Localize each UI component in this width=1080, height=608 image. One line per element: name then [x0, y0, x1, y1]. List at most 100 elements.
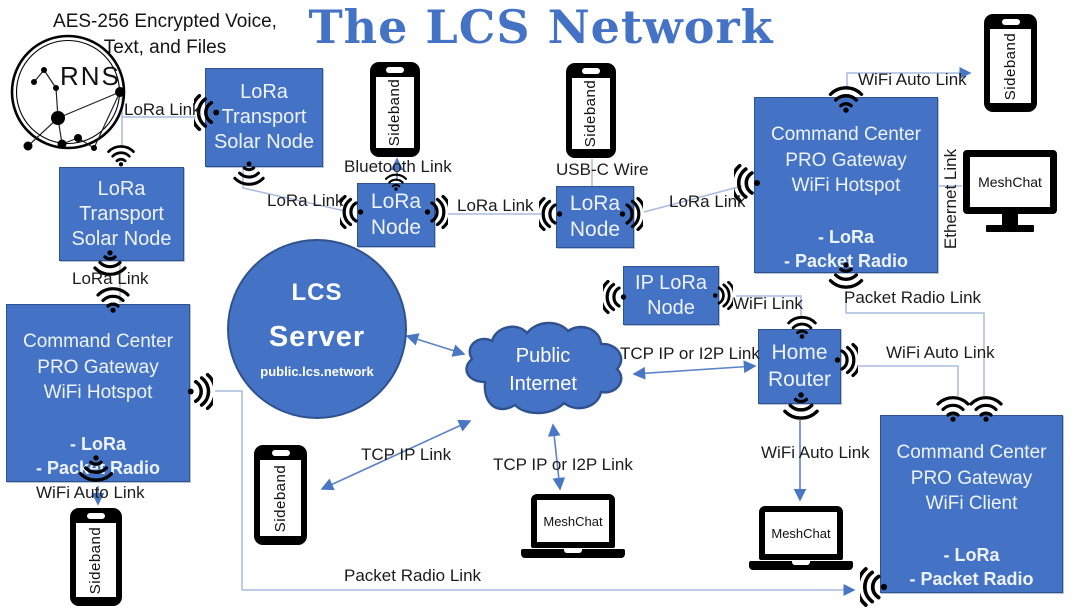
node-lora-2: LoRa Node: [556, 186, 634, 248]
monitor-base: [986, 225, 1034, 232]
arrow-i2p-router: [632, 360, 757, 380]
radio-waves-icon: [424, 195, 448, 229]
link-label-ethernet: Ethernet Link: [941, 148, 960, 250]
wifi-icon: [783, 392, 819, 420]
sideband-app-label: Sideband: [386, 78, 404, 147]
node-label: Command Center PRO Gateway WiFi Hotspot: [23, 331, 173, 404]
radio-waves-icon: [834, 343, 858, 377]
wifi-icon: [78, 455, 114, 482]
node-lora-1: LoRa Node: [357, 183, 435, 247]
phone-speaker: [582, 68, 600, 74]
laptop-base: [521, 549, 625, 558]
rns-label: RNS: [60, 61, 121, 91]
link-label-wifi-auto: WiFi Auto Link: [858, 70, 967, 89]
link-label-wifi-auto: WiFi Auto Link: [886, 343, 995, 362]
laptop-screen: MeshChat: [759, 506, 843, 560]
phone-sideband-2: Sideband: [566, 63, 616, 158]
node-features: - LoRa - Packet Radio: [909, 544, 1034, 590]
cloud-label: Public Internet: [509, 345, 577, 395]
node-public-internet: Public Internet: [455, 318, 631, 420]
node-lcs-server: LCS Server public.lcs.network: [227, 239, 407, 419]
monitor-stand: [1002, 214, 1018, 225]
node-home-router: Home Router: [758, 329, 841, 404]
link-label-lora: LoRa Link: [124, 100, 201, 119]
page-title: The LCS Network: [308, 0, 774, 54]
link-label-tcp-i2p: TCP IP or I2P Link: [493, 455, 633, 474]
radio-waves-icon: [187, 373, 213, 410]
sideband-app-label: Sideband: [272, 464, 289, 532]
phone-screen: Sideband: [376, 77, 414, 148]
link-label-usb-c: USB-C Wire: [556, 160, 649, 179]
link-label-lora: LoRa Link: [669, 192, 746, 211]
phone-sideband-4: Sideband: [70, 508, 122, 606]
wifi-icon: [936, 396, 970, 422]
phone-sideband-1: Sideband: [370, 62, 420, 157]
phone-sideband-5: Sideband: [254, 445, 307, 545]
wifi-icon: [969, 396, 1003, 422]
laptop-meshchat-2: MeshChat: [749, 506, 853, 570]
laptop-screen: MeshChat: [531, 494, 615, 548]
radio-waves-icon: [603, 280, 627, 314]
sideband-app-label: Sideband: [87, 526, 105, 594]
node-ip-lora: IP LoRa Node: [623, 266, 719, 325]
radio-waves-icon: [539, 197, 563, 231]
server-domain: public.lcs.network: [260, 364, 374, 379]
phone-screen: Sideband: [572, 78, 610, 149]
phone-speaker: [87, 513, 105, 519]
monitor-meshchat: MeshChat: [963, 150, 1057, 232]
meshchat-app-label: MeshChat: [771, 525, 831, 541]
link-label-wifi-auto: WiFi Auto Link: [36, 483, 145, 502]
node-label: Command Center PRO Gateway WiFi Client: [896, 442, 1047, 515]
link-label-lora: LoRa Link: [267, 191, 344, 210]
radio-waves-icon: [860, 567, 888, 607]
phone-speaker: [386, 67, 404, 73]
wifi-icon: [107, 145, 135, 167]
node-features: - LoRa - Packet Radio: [783, 226, 909, 272]
node-cc-hotspot-right: Command Center PRO Gateway WiFi Hotspot …: [754, 97, 938, 273]
radio-waves-icon: [712, 281, 733, 310]
phone-speaker: [271, 450, 290, 456]
laptop-notch: [564, 549, 582, 553]
radio-waves-icon: [619, 197, 643, 231]
link-label-lora: LoRa Link: [457, 196, 534, 215]
server-name-2: Server: [268, 321, 366, 353]
link-label-tcp-ip: TCP IP Link: [361, 445, 452, 464]
sideband-app-label: Sideband: [1002, 32, 1019, 100]
server-name: LCS: [291, 279, 343, 306]
phone-sideband-3: Sideband: [984, 14, 1037, 112]
node-cc-hotspot-left: Command Center PRO Gateway WiFi Hotspot …: [6, 304, 190, 482]
logo-rns: RNS: [6, 30, 130, 154]
meshchat-app-label: MeshChat: [543, 513, 603, 529]
laptop-meshchat-1: MeshChat: [521, 494, 625, 558]
rns-mesh-graphic: [10, 34, 126, 151]
wifi-icon: [233, 161, 265, 186]
wifi-icon: [787, 315, 817, 339]
node-solar-top: LoRa Transport Solar Node: [205, 68, 323, 167]
node-label: Command Center PRO Gateway WiFi Hotspot: [771, 124, 921, 197]
node-solar-left: LoRa Transport Solar Node: [59, 167, 184, 261]
link-label-wifi-auto: WiFi Auto Link: [761, 443, 870, 462]
wire-wifi-auto-mid: [858, 365, 959, 396]
subtitle-encryption: AES-256 Encrypted Voice, Text, and Files: [53, 11, 277, 58]
link-label-packet-radio: Packet Radio Link: [844, 288, 982, 307]
phone-screen: Sideband: [260, 460, 301, 536]
phone-screen: Sideband: [990, 29, 1031, 103]
link-label-bluetooth: Bluetooth Link: [344, 157, 452, 176]
link-label-wifi: WiFi Link: [733, 294, 803, 313]
phone-screen: Sideband: [76, 523, 116, 597]
sideband-app-label: Sideband: [582, 79, 600, 148]
node-label: LoRa Transport Solar Node: [71, 177, 172, 250]
node-cc-client: Command Center PRO Gateway WiFi Client -…: [880, 415, 1063, 593]
monitor-screen: MeshChat: [963, 150, 1057, 214]
cloud-icon: [465, 321, 623, 415]
laptop-base: [749, 561, 853, 570]
link-label-tcp-i2p: TCP IP or I2P Link: [620, 344, 760, 363]
node-label: LoRa Node: [569, 191, 621, 241]
node-label: IP LoRa Node: [635, 271, 707, 319]
node-label: LoRa Node: [370, 189, 422, 239]
phone-speaker: [1001, 19, 1020, 25]
link-label-lora: LoRa Link: [72, 269, 149, 288]
wifi-icon: [96, 287, 130, 313]
meshchat-app-label: MeshChat: [978, 174, 1042, 190]
